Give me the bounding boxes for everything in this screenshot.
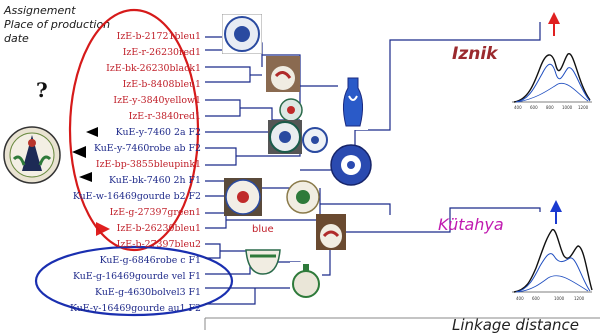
arrow-pointer-1 xyxy=(86,127,98,137)
arrow-pointer-3 xyxy=(79,172,92,182)
annotation-date: date xyxy=(4,32,29,45)
question-mark: ? xyxy=(36,78,48,102)
sample-label-16: KuE-g-16469gourde vel F1 xyxy=(73,271,201,282)
plate-thumbnail-7 xyxy=(286,180,320,214)
sample-label-5: IzE-y-3840yellow1 xyxy=(113,95,201,106)
kutahya-tick-3: 1000 xyxy=(554,296,565,301)
annotation-assignment: Assignement xyxy=(4,4,76,17)
unknown-plate-image xyxy=(3,126,61,184)
kutahya-tick-2: 600 xyxy=(532,296,540,301)
arrow-pointer-2 xyxy=(72,146,86,158)
sample-label-1: IzE-b-21721bleu1 xyxy=(116,31,201,42)
axis-label-linkage-distance: Linkage distance xyxy=(452,316,579,334)
iznik-ellipse xyxy=(68,8,200,252)
sample-label-18: KuE-y-16469gourde au1 F2 xyxy=(69,303,201,314)
plate-thumbnail-2 xyxy=(279,98,303,122)
jug-thumbnail-2 xyxy=(316,214,346,250)
iznik-tick-5: 1200 xyxy=(578,105,589,110)
sample-label-2: IzE-r-26230red1 xyxy=(122,47,201,58)
annotation-blue-word: blue xyxy=(252,224,274,235)
sample-label-6: IzE-r-3840red1 xyxy=(128,111,201,122)
iznik-tick-2: 600 xyxy=(530,105,538,110)
plate-thumbnail-3 xyxy=(268,120,302,154)
flask-thumbnail xyxy=(290,262,322,298)
plate-thumbnail-5 xyxy=(330,144,372,186)
iznik-spectrum-inset: 400 600 800 1000 1200 xyxy=(512,53,592,110)
kutahya-ellipse xyxy=(34,245,234,317)
sample-label-3: IzE-bk-26230black1 xyxy=(106,63,201,74)
group-label-iznik: Iznik xyxy=(452,44,498,64)
jug-thumbnail-1 xyxy=(266,56,300,92)
sample-label-8: KuE-y-7460robe ab F2 xyxy=(93,143,201,154)
annotation-place-of-production: Place of production xyxy=(4,18,111,31)
kutahya-up-arrow xyxy=(550,200,562,212)
vase-thumbnail xyxy=(338,74,368,130)
plate-thumbnail-4 xyxy=(302,127,328,153)
group-label-kutahya: Kütahya xyxy=(438,215,504,234)
sample-label-13: IzE-b-26230bleu1 xyxy=(116,223,201,234)
sample-label-column: IzE-b-21721bleu1 IzE-r-26230red1 IzE-bk-… xyxy=(0,31,201,321)
sample-label-17: KuE-g-4630bolvel3 F1 xyxy=(95,287,201,298)
sample-label-15: KuE-g-6846robe c F1 xyxy=(99,255,201,266)
kutahya-tick-4: 1200 xyxy=(574,296,585,301)
kutahya-spectrum-inset: 400 600 1000 1200 xyxy=(512,229,593,301)
iznik-tick-4: 1000 xyxy=(562,105,573,110)
sample-label-14: IzE-b-27397bleu2 xyxy=(116,239,201,250)
sample-label-4: IzE-b-8408bleu1 xyxy=(122,79,201,90)
sample-label-9: IzE-bp-3855bleupink1 xyxy=(95,159,201,170)
plate-thumbnail-1 xyxy=(222,14,262,54)
sample-label-10: KuE-bk-7460 2h F1 xyxy=(109,175,201,186)
iznik-tick-1: 400 xyxy=(514,105,522,110)
bowl-thumbnail xyxy=(245,249,281,275)
plate-thumbnail-6 xyxy=(224,178,262,216)
iznik-tick-3: 800 xyxy=(546,105,554,110)
kutahya-tick-1: 400 xyxy=(516,296,524,301)
sample-label-7: KuE-y-7460 2a F2 xyxy=(115,127,201,138)
iznik-up-arrow xyxy=(548,12,560,24)
sample-label-11: KuE-w-16469gourde b2 F2 xyxy=(72,191,201,202)
sample-label-12: IzE-g-27397green1 xyxy=(109,207,201,218)
